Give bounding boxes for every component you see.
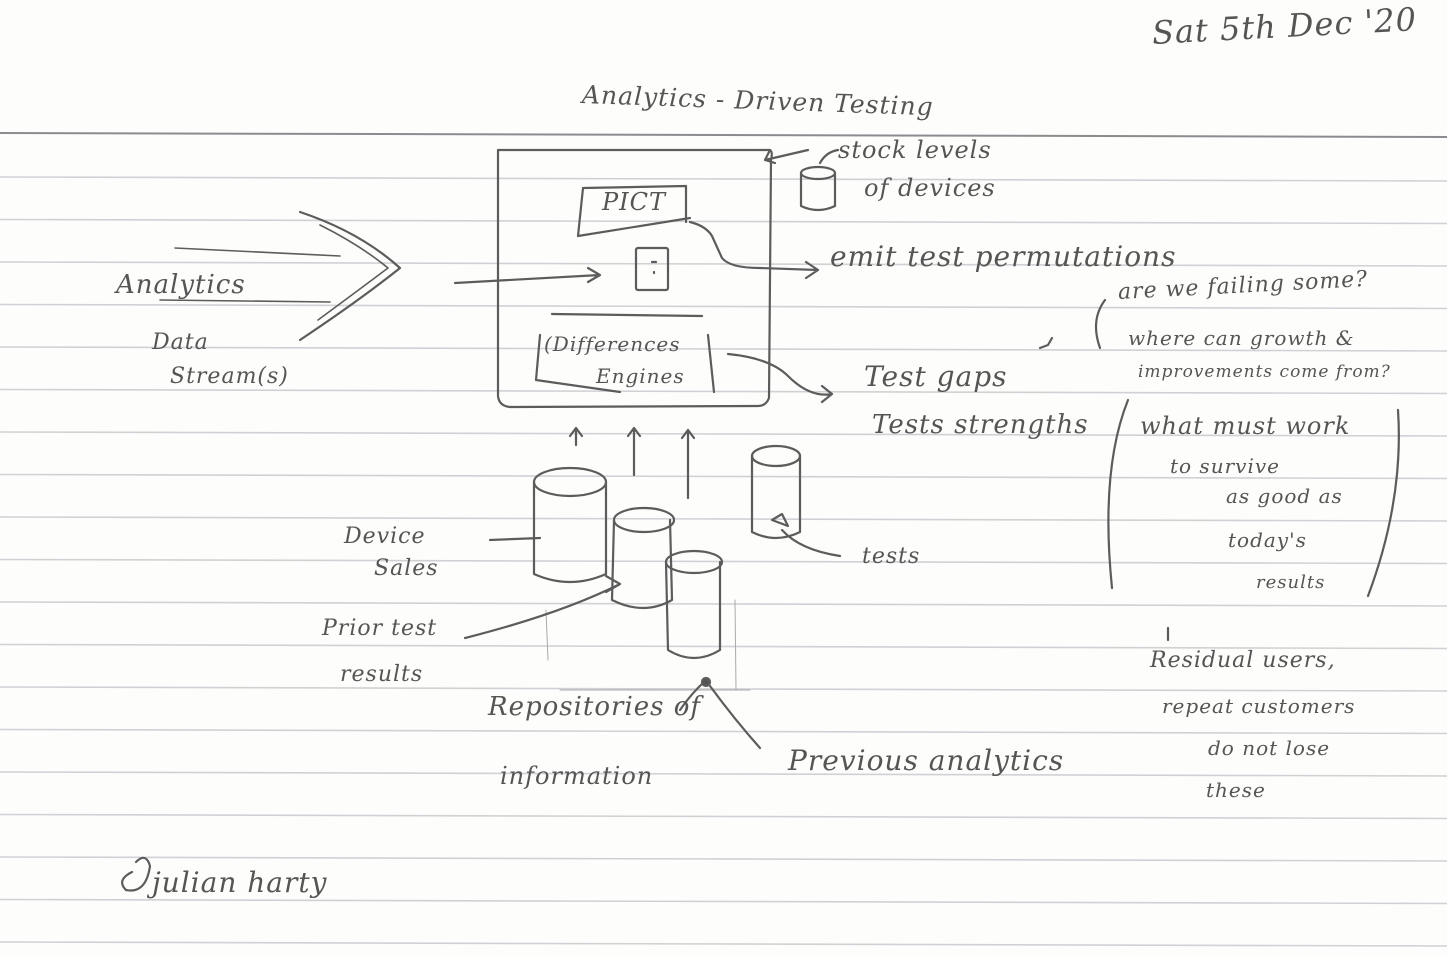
ruled-line: [0, 431, 1447, 437]
engines-label: Engines: [596, 364, 685, 388]
ruled-line: [0, 813, 1447, 820]
ruled-line: [0, 473, 1447, 480]
ruled-line: [0, 686, 1447, 692]
tests-cylinder: [750, 444, 802, 540]
signature: julian harty: [152, 866, 328, 899]
pict-label: PICT: [602, 188, 666, 216]
test-strengths-label: Tests strengths: [872, 410, 1089, 440]
repositories-line1: Repositories of: [488, 692, 702, 722]
ruled-line: [0, 643, 1447, 650]
question1-line2: where can growth &: [1128, 326, 1355, 350]
gaps-arrow: [726, 352, 834, 404]
emit-arrow: [688, 220, 820, 280]
engine-box: [496, 148, 773, 409]
ruled-lines: [0, 176, 1447, 947]
device-sales-cylinder: [532, 466, 608, 584]
ruled-line: [0, 558, 1447, 565]
residual-line4: these: [1206, 778, 1266, 802]
stock-cylinder-icon: [799, 165, 837, 181]
question2-line1: what must work: [1140, 412, 1351, 440]
tests-pointer: [780, 528, 842, 558]
ruled-line: [0, 601, 1447, 607]
pict-box: [576, 184, 692, 238]
streams-label: Stream(s): [170, 364, 289, 389]
ruled-line: [0, 303, 1447, 310]
residual-line3: do not lose: [1208, 736, 1331, 760]
differences-label: (Differences: [544, 332, 681, 356]
residual-line1: Residual users,: [1150, 648, 1336, 673]
stock-levels-label: stock levels: [838, 136, 992, 164]
ruled-line: [0, 516, 1447, 522]
analytics-cylinder: [664, 549, 724, 660]
question2-line2: to survive: [1170, 454, 1280, 478]
box-top-arrow: [763, 148, 810, 165]
signature-mark: [121, 856, 152, 892]
header-rule: [0, 132, 1447, 138]
device-sales-line1: Device: [344, 524, 426, 549]
question2-line5: results: [1256, 572, 1326, 593]
data-stream-chevron: [298, 210, 402, 342]
question2-line3: as good as: [1226, 484, 1343, 508]
ruled-line: [0, 856, 1447, 862]
ruled-line: [0, 346, 1447, 352]
ruled-line: [0, 218, 1447, 225]
ruled-line: [0, 261, 1447, 267]
device-sales-line2: Sales: [374, 556, 439, 581]
repositories-line2: information: [500, 762, 654, 790]
ruled-line: [0, 176, 1447, 182]
emit-permutations-label: emit test permutations: [830, 240, 1177, 273]
prior-results-line2: results: [340, 662, 424, 687]
ruled-line: [0, 388, 1447, 395]
device-icon: [634, 246, 670, 292]
question-brace: [1094, 298, 1400, 598]
prior-results-cylinder: [610, 506, 676, 610]
ruled-line: [0, 941, 1447, 947]
previous-analytics-pointer: [708, 684, 762, 750]
residual-line2: repeat customers: [1162, 694, 1356, 718]
differences-brackets: [534, 333, 716, 394]
prior-results-pointer: [463, 574, 622, 640]
device-sales-pointer: [488, 536, 542, 542]
ruled-line: [0, 728, 1447, 735]
ruled-line: [0, 898, 1447, 905]
question1-line3: improvements come from?: [1138, 362, 1391, 382]
previous-analytics-label: Previous analytics: [788, 744, 1065, 777]
of-devices-label: of devices: [864, 174, 996, 202]
analytics-label: Analytics: [116, 270, 246, 300]
up-arrows: [568, 426, 696, 500]
question2-line4: today's: [1228, 528, 1307, 552]
tests-label: tests: [862, 544, 921, 569]
prior-results-line1: Prior test: [322, 616, 438, 641]
ruled-line: [0, 771, 1447, 777]
analytics-arrow: [453, 266, 602, 285]
test-gaps-label: Test gaps: [864, 360, 1008, 393]
data-label: Data: [152, 330, 209, 355]
